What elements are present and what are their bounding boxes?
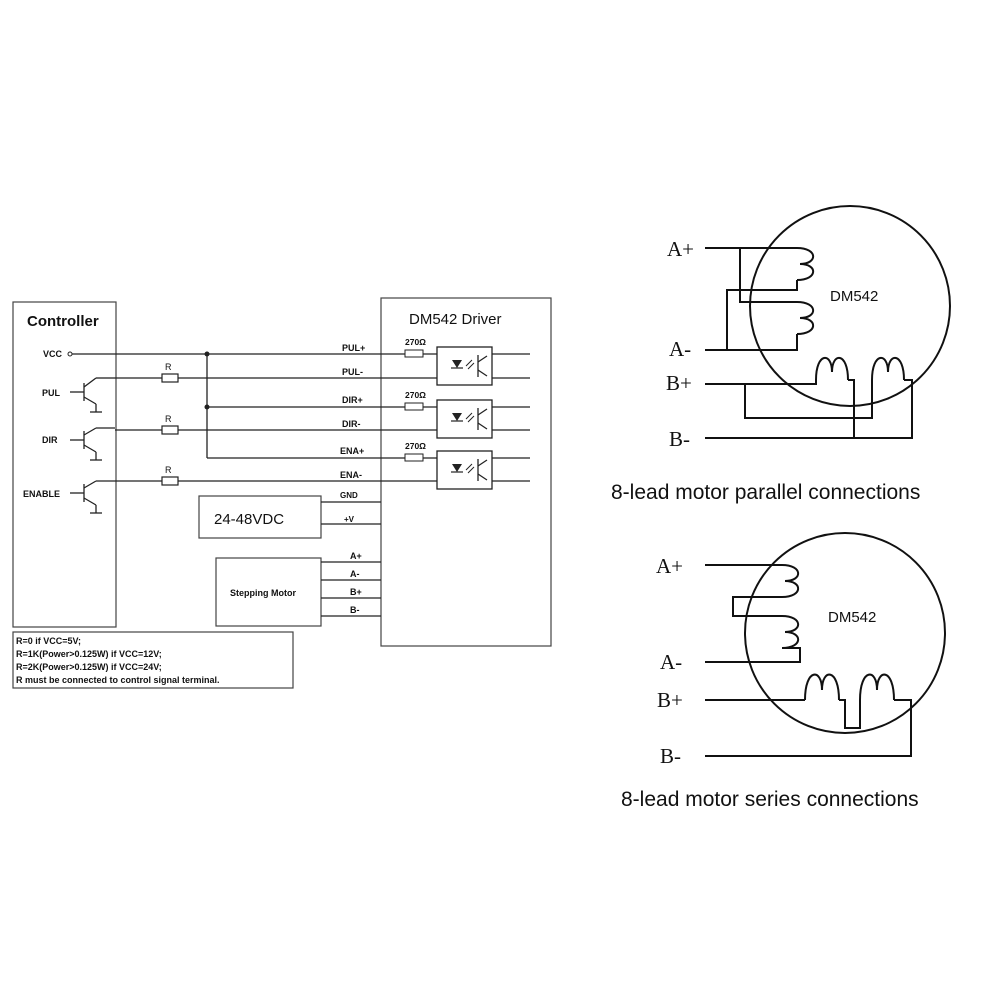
series-a-coil-upper xyxy=(781,564,800,598)
pul-optocoupler xyxy=(436,346,493,386)
parallel-b-coil-right xyxy=(871,357,905,381)
parallel-a-minus-label: A- xyxy=(669,337,691,361)
enable-transistor xyxy=(70,480,115,514)
pul-label: PUL xyxy=(42,388,61,398)
series-a-minus-label: A- xyxy=(660,650,682,674)
parallel-a-plus-label: A+ xyxy=(667,237,694,261)
parallel-b-minus-wire xyxy=(705,379,855,439)
power-supply-label: 24-48VDC xyxy=(214,511,284,528)
pul-plus-label: PUL+ xyxy=(342,343,365,353)
parallel-motor-label: DM542 xyxy=(830,288,878,305)
stepping-motor-box xyxy=(215,557,322,627)
vplus-label: +V xyxy=(344,515,355,524)
pul-ohm-resistor xyxy=(404,349,424,358)
series-b-minus-label: B- xyxy=(660,744,681,768)
dir-resistor-label: R xyxy=(165,414,172,424)
series-a-minus-wire xyxy=(705,647,801,663)
ena-optocoupler xyxy=(436,450,493,490)
pul-resistor-label: R xyxy=(165,362,172,372)
dir-label: DIR xyxy=(42,435,58,445)
series-motor-circle xyxy=(744,532,946,734)
series-a-plus-label: A+ xyxy=(656,554,683,578)
ena-ohm-resistor xyxy=(404,453,424,462)
motor-a-minus-label: A- xyxy=(350,569,360,579)
ena-ohm-label: 270Ω xyxy=(405,441,426,451)
parallel-b-link-2 xyxy=(854,379,913,439)
parallel-a-link-2 xyxy=(727,334,798,351)
dir-plus-label: DIR+ xyxy=(342,395,363,405)
driver-box xyxy=(380,297,552,647)
ena-plus-label: ENA+ xyxy=(340,446,364,456)
enable-resistor-label: R xyxy=(165,465,172,475)
series-motor-label: DM542 xyxy=(828,609,876,626)
motor-a-plus-label: A+ xyxy=(350,551,362,561)
series-a-series-link xyxy=(732,596,782,617)
parallel-b-link-1 xyxy=(744,380,873,419)
note-line-2: R=1K(Power>0.125W) if VCC=12V; xyxy=(16,649,162,659)
dir-transistor xyxy=(70,427,115,461)
pul-resistor xyxy=(161,373,179,383)
series-caption: 8-lead motor series connections xyxy=(621,788,919,811)
parallel-b-plus-wire xyxy=(705,380,817,385)
dir-resistor xyxy=(161,425,179,435)
motor-b-plus-label: B+ xyxy=(350,587,362,597)
parallel-a-link-1 xyxy=(739,248,797,303)
pul-minus-label: PUL- xyxy=(342,367,363,377)
series-a-coil-lower xyxy=(781,615,800,649)
controller-box xyxy=(12,301,117,628)
power-supply-box xyxy=(198,495,322,539)
dir-optocoupler xyxy=(436,399,493,439)
enable-label: ENABLE xyxy=(23,489,60,499)
motor-b-minus-label: B- xyxy=(350,605,360,615)
enable-resistor xyxy=(161,476,179,486)
parallel-caption: 8-lead motor parallel connections xyxy=(611,481,920,504)
driver-title: DM542 Driver xyxy=(409,311,502,328)
controller-title: Controller xyxy=(27,313,99,330)
note-line-1: R=0 if VCC=5V; xyxy=(16,636,81,646)
ena-minus-label: ENA- xyxy=(340,470,362,480)
pul-ohm-label: 270Ω xyxy=(405,337,426,347)
stepping-motor-label: Stepping Motor xyxy=(230,588,296,598)
parallel-connection-diagram: DM542 A+ A- B+ B- 8-lead motor parallel … xyxy=(611,205,951,504)
parallel-b-plus-label: B+ xyxy=(666,371,692,395)
vcc-label: VCC xyxy=(43,349,63,359)
note-line-4: R must be connected to control signal te… xyxy=(16,675,220,685)
series-b-series-link xyxy=(839,699,861,729)
controller-driver-wiring: Controller DM542 Driver VCC PUL DIR ENAB… xyxy=(12,297,552,689)
vcc-terminal xyxy=(67,351,73,357)
parallel-a-coil-upper xyxy=(796,247,815,281)
parallel-a-coil-lower xyxy=(796,301,815,335)
parallel-motor-circle xyxy=(749,205,951,407)
gnd-label: GND xyxy=(340,491,358,500)
series-b-plus-label: B+ xyxy=(657,688,683,712)
parallel-a-minus-wire xyxy=(705,280,798,351)
parallel-b-minus-label: B- xyxy=(669,427,690,451)
parallel-b-coil-left xyxy=(815,357,849,381)
notes-box xyxy=(12,631,294,689)
series-b-coil-left xyxy=(804,673,840,701)
dir-minus-label: DIR- xyxy=(342,419,361,429)
series-b-minus-wire xyxy=(705,699,912,757)
note-line-3: R=2K(Power>0.125W) if VCC=24V; xyxy=(16,662,162,672)
series-connection-diagram: DM542 A+ A- B+ B- 8-lead motor series co… xyxy=(621,532,946,811)
dir-ohm-resistor xyxy=(404,402,424,411)
pul-transistor xyxy=(70,377,115,413)
dir-ohm-label: 270Ω xyxy=(405,390,426,400)
series-b-coil-right xyxy=(859,673,895,701)
